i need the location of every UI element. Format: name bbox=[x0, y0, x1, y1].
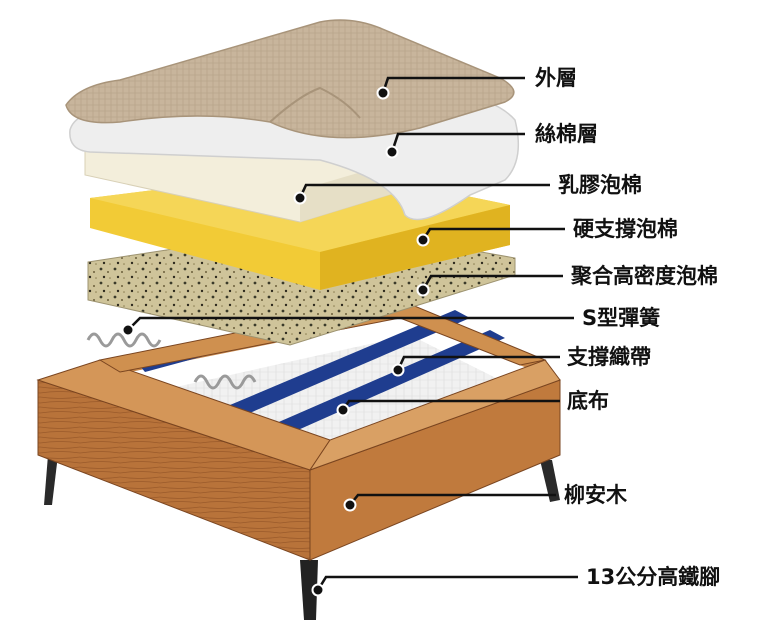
label-iron-leg: 13公分高鐵腳 bbox=[586, 565, 720, 589]
callout-leaders bbox=[121, 76, 578, 597]
label-rebonded-foam: 聚合高密度泡棉 bbox=[570, 264, 718, 288]
outer-fabric-layer bbox=[65, 19, 515, 139]
label-wood-frame: 柳安木 bbox=[564, 483, 628, 507]
label-firm-support-foam: 硬支撐泡棉 bbox=[573, 217, 678, 241]
iron-legs bbox=[44, 455, 560, 620]
wood-frame bbox=[36, 299, 561, 620]
callout-labels: 外層 絲棉層 乳膠泡棉 硬支撐泡棉 聚合高密度泡棉 S型彈簧 支撐織帶 底布 柳… bbox=[535, 66, 720, 589]
label-outer-fabric: 外層 bbox=[535, 66, 577, 90]
label-base-cloth: 底布 bbox=[567, 389, 609, 413]
label-silk-cotton: 絲棉層 bbox=[535, 122, 598, 146]
label-s-spring: S型彈簧 bbox=[582, 306, 660, 330]
label-webbing: 支撐織帶 bbox=[567, 345, 651, 369]
label-latex-foam: 乳膠泡棉 bbox=[558, 173, 642, 197]
s-springs bbox=[86, 332, 257, 390]
